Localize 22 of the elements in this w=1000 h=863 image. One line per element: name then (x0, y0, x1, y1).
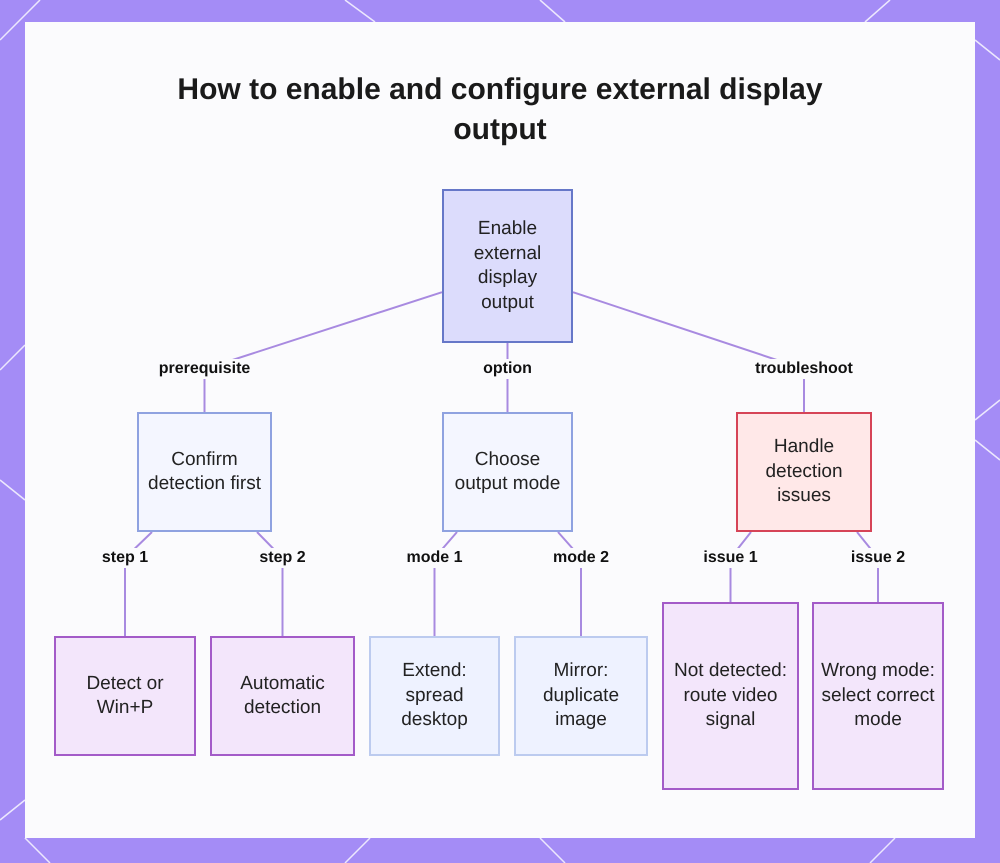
process-box (514, 636, 648, 756)
box-label: Detect or Win+P (85, 672, 165, 720)
edge-label: troubleshoot (752, 359, 856, 379)
box-label: Confirm detection first (147, 448, 262, 496)
process-box (442, 189, 573, 343)
box-label: Automatic detection (239, 672, 326, 720)
process-box (736, 412, 872, 532)
process-box (54, 636, 196, 756)
process-box (812, 602, 944, 790)
process-box (662, 602, 799, 790)
box-label: Enable external display output (472, 217, 542, 314)
box-label: Mirror: duplicate image (542, 659, 620, 732)
box-label: Wrong mode: select correct mode (820, 659, 936, 732)
diagram-title: How to enable and configure external display output (176, 72, 824, 148)
box-label: Extend: spread desktop (400, 659, 469, 732)
box-label: Not detected: route video signal (672, 659, 788, 732)
process-box (369, 636, 500, 756)
box-label: Choose output mode (454, 448, 562, 496)
process-box (210, 636, 355, 756)
process-box (137, 412, 272, 532)
process-box (442, 412, 573, 532)
box-label: Handle detection issues (764, 435, 844, 508)
